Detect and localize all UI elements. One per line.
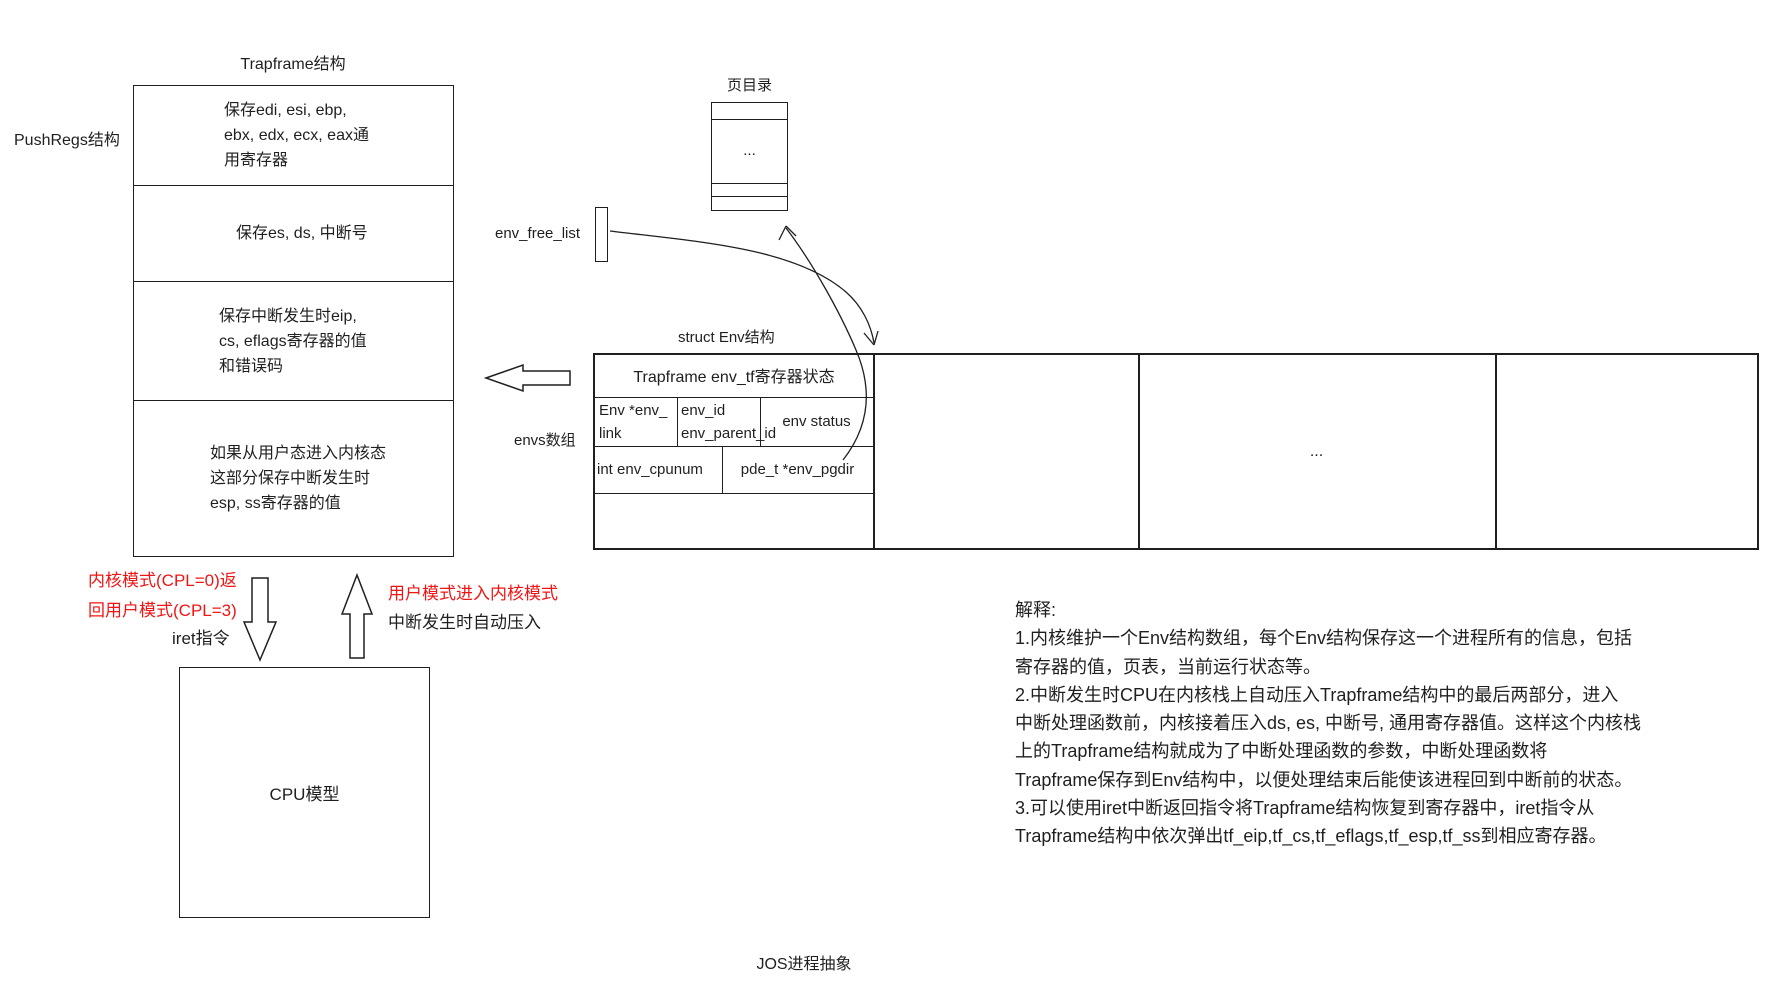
trapframe-row-eip-text: 保存中断发生时eip, cs, eflags寄存器的值 和错误码 [219, 307, 367, 375]
trapframe-row-segments: 保存es, ds, 中断号 [134, 186, 453, 282]
trapframe-row-segments-text: 保存es, ds, 中断号 [236, 225, 368, 242]
page-directory-ellipsis: ... [743, 141, 756, 159]
page-title: JOS进程抽象 [756, 956, 852, 973]
env-link-cell: Env *env_ link [599, 402, 668, 442]
iret-label: iret指令 [172, 629, 230, 648]
page-directory-box [711, 102, 788, 211]
explanation-block: 解释: 1.内核维护一个Env结构数组，每个Env结构保存这一个进程所有的信息，… [1015, 600, 1642, 847]
up-arrow-icon [340, 572, 374, 659]
down-arrow-icon [242, 577, 278, 662]
user-enter-kernel-label: 用户模式进入内核模式 [388, 584, 558, 603]
envs-array-ellipsis: ... [1309, 442, 1324, 460]
env-free-list-label: env_free_list [495, 225, 581, 242]
env-cpunum-cell: int env_cpunum [597, 461, 703, 478]
left-arrow-icon [483, 363, 571, 393]
interrupt-push-label: 中断发生时自动压入 [388, 613, 541, 632]
envs-cell-divider [873, 353, 875, 550]
cpu-model-box: CPU模型 [179, 667, 430, 918]
env-status-cell: env status [782, 413, 851, 430]
envs-cell-divider [1138, 353, 1140, 550]
trapframe-row-esp: 如果从用户态进入内核态 这部分保存中断发生时 esp, ss寄存器的值 [134, 401, 453, 556]
page-directory-line [712, 196, 787, 197]
env-struct-line [722, 446, 723, 493]
trapframe-row-esp-text: 如果从用户态进入内核态 这部分保存中断发生时 esp, ss寄存器的值 [210, 445, 387, 512]
envs-array-box [593, 353, 1759, 550]
trapframe-title: Trapframe结构 [240, 56, 346, 73]
cpu-model-label: CPU模型 [269, 785, 340, 804]
page-directory-line [712, 119, 787, 120]
env-struct-line [677, 397, 678, 446]
env-free-list-arrowhead-icon [863, 330, 879, 346]
pgdir-arrowhead-icon [778, 225, 797, 241]
pushregs-label: PushRegs结构 [14, 132, 120, 149]
trapframe-row-pushregs-text: 保存edi, esi, ebp, ebx, edx, ecx, eax通 用寄存… [224, 102, 369, 169]
env-struct-line [593, 493, 874, 494]
envs-array-label: envs数组 [514, 432, 576, 449]
trapframe-row-eip: 保存中断发生时eip, cs, eflags寄存器的值 和错误码 [134, 282, 453, 401]
struct-env-title: struct Env结构 [678, 329, 775, 346]
env-struct-line [760, 397, 761, 446]
page-directory-line [712, 183, 787, 184]
trapframe-row-pushregs: 保存edi, esi, ebp, ebx, edx, ecx, eax通 用寄存… [134, 86, 453, 186]
env-struct-line [593, 397, 874, 398]
env-id-cell: env_id env_parent_id [681, 402, 777, 442]
trapframe-box: 保存edi, esi, ebp, ebx, edx, ecx, eax通 用寄存… [133, 85, 454, 557]
env-pgdir-cell: pde_t *env_pgdir [740, 461, 855, 478]
env-tf-cell: Trapframe env_tf寄存器状态 [633, 369, 835, 386]
env-free-list-node [595, 207, 608, 262]
kernel-return-label: 内核模式(CPL=0)返 回用户模式(CPL=3) [88, 571, 237, 620]
page-directory-title: 页目录 [726, 77, 772, 94]
envs-cell-divider [1495, 353, 1497, 550]
env-struct-line [593, 446, 874, 447]
